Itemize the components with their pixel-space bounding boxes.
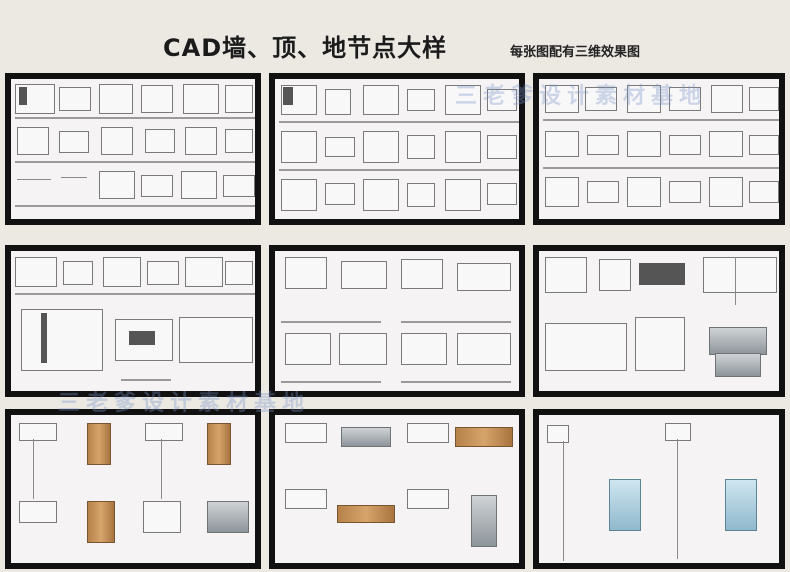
drawing-sheet xyxy=(275,79,519,219)
drawing-sheet xyxy=(539,415,779,563)
drawing-sheet xyxy=(539,79,779,219)
drawing-panel-7[interactable] xyxy=(5,409,261,569)
drawing-sheet xyxy=(11,79,255,219)
drawing-panel-3[interactable] xyxy=(533,73,785,225)
page-subtitle: 每张图配有三维效果图 xyxy=(510,45,641,60)
drawing-sheet xyxy=(275,415,519,563)
drawing-panel-6[interactable] xyxy=(533,245,785,397)
drawing-sheet xyxy=(539,251,779,391)
drawing-panel-5[interactable] xyxy=(269,245,525,397)
drawing-panel-2[interactable] xyxy=(269,73,525,225)
drawing-sheet xyxy=(275,251,519,391)
watermark: 三老爹设计素材基地 xyxy=(455,84,708,109)
drawing-panel-8[interactable] xyxy=(269,409,525,569)
drawing-sheet xyxy=(11,415,255,563)
drawing-panel-4[interactable] xyxy=(5,245,261,397)
drawing-panel-1[interactable] xyxy=(5,73,261,225)
drawing-sheet xyxy=(11,251,255,391)
drawing-panel-9[interactable] xyxy=(533,409,785,569)
header: CAD墙、顶、地节点大样 每张图配有三维效果图 xyxy=(0,0,790,70)
page-title: CAD墙、顶、地节点大样 xyxy=(163,34,448,62)
watermark: 三老爹设计素材基地 xyxy=(58,391,311,416)
